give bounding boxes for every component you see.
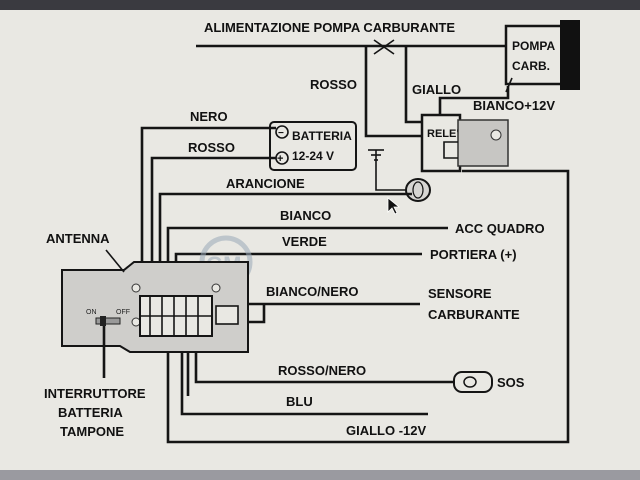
battery-minus-terminal — [275, 125, 289, 139]
verde-label: VERDE — [282, 234, 327, 249]
arancione-label: ARANCIONE — [226, 176, 305, 191]
tracker-unit: ON OFF — [61, 261, 249, 353]
bianco-nero-label: BIANCO/NERO — [266, 284, 358, 299]
battery: − + BATTERIA 12-24 V — [269, 121, 357, 171]
battery-switch — [95, 317, 121, 325]
wire-rosso — [150, 156, 276, 296]
interruttore-label-line2: BATTERIA — [58, 405, 123, 420]
battery-minus-sign: − — [278, 128, 284, 139]
antenna: ANTENNA — [46, 231, 125, 273]
pompa-label-line2: CARB. — [512, 59, 550, 73]
batteria-label-line2: 12-24 V — [292, 149, 334, 163]
interruttore-callout: INTERRUTTORE BATTERIA TAMPONE — [44, 326, 146, 439]
ground-symbol — [368, 149, 384, 161]
fuel-pump-box: POMPA CARB. — [504, 20, 580, 90]
switch-off-label: OFF — [116, 309, 130, 316]
rosso-top-label: ROSSO — [310, 77, 357, 92]
nero-label: NERO — [190, 109, 228, 124]
antenna-label: ANTENNA — [46, 231, 110, 246]
sensore-label-line1: SENSORE — [428, 286, 492, 301]
alimentazione-label: ALIMENTAZIONE POMPA CARBURANTE — [204, 20, 455, 35]
sos-button: SOS — [453, 371, 525, 393]
acc-quadro-label: ACC QUADRO — [455, 221, 545, 236]
blu-label: BLU — [286, 394, 313, 409]
antenna-pointer — [105, 249, 125, 273]
giallo-12v-label: GIALLO -12V — [346, 423, 427, 438]
sos-label: SOS — [497, 375, 525, 390]
bianco-label: BIANCO — [280, 208, 331, 223]
wire-nero — [140, 126, 276, 296]
battery-plus-sign: + — [277, 153, 283, 165]
interruttore-label-line3: TAMPONE — [60, 424, 124, 439]
small-connector — [215, 305, 239, 325]
interruttore-label-line1: INTERRUTTORE — [44, 386, 146, 401]
portiera-label: PORTIERA (+) — [430, 247, 517, 262]
relay-wires — [364, 46, 513, 191]
relay: RELE' — [420, 113, 509, 173]
pump-box-dark-edge — [560, 20, 580, 90]
lamp-bulb — [405, 178, 431, 202]
wire-blu — [180, 336, 428, 416]
batteria-label-line1: BATTERIA — [292, 129, 352, 143]
wire-giallo-12v — [166, 169, 570, 444]
giallo-top-label: GIALLO — [412, 82, 461, 97]
switch-on-label: ON — [86, 309, 97, 316]
fuel-pump-feed-line — [196, 39, 508, 55]
rosso-nero-label: ROSSO/NERO — [278, 363, 366, 378]
pompa-label-line1: POMPA — [512, 39, 555, 53]
mouse-cursor — [387, 197, 401, 215]
sensore-label-line2: CARBURANTE — [428, 307, 520, 322]
bottom-bezel — [0, 470, 640, 480]
rosso-batt-label: ROSSO — [188, 140, 235, 155]
rele-label: RELE' — [427, 128, 459, 140]
relay-body — [457, 119, 509, 167]
top-bezel — [0, 0, 640, 10]
bianco-12v-label: BIANCO+12V — [473, 98, 555, 113]
